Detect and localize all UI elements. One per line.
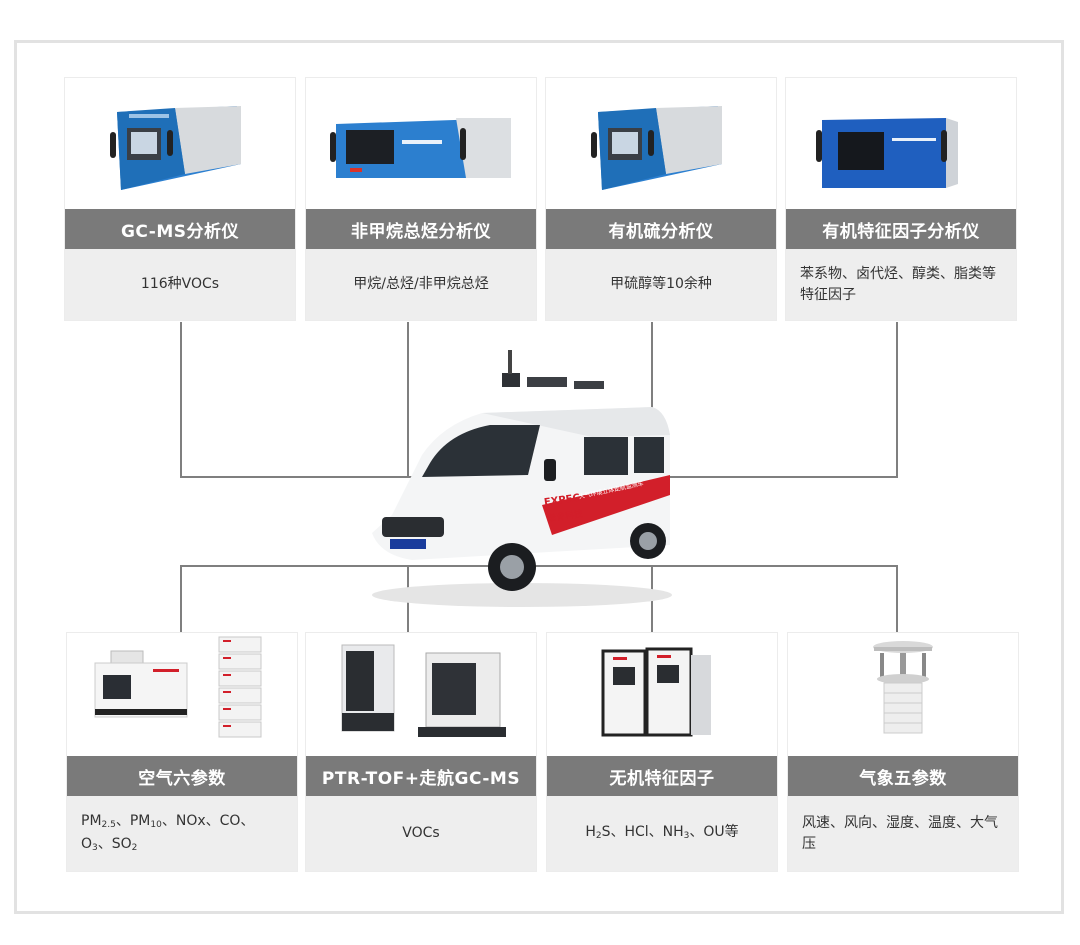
- vehicle-illustration: [372, 350, 672, 607]
- connector-top-3: [651, 322, 653, 478]
- card-ptr-tof: PTR-TOF+走航GC-MS VOCs: [306, 633, 536, 871]
- ptr-tof-image: [306, 633, 536, 756]
- card-title: 非甲烷总烃分析仪: [306, 209, 536, 249]
- card-title: 有机硫分析仪: [546, 209, 776, 249]
- card-title: PTR-TOF+走航GC-MS: [306, 756, 536, 796]
- card-air-six-params: 空气六参数 PM2.5、PM10、NOx、CO、 O3、SO2: [67, 633, 297, 871]
- card-title: 无机特征因子: [547, 756, 777, 796]
- nmhc-analyzer-image: [306, 78, 536, 209]
- air-six-params-image: [67, 633, 297, 756]
- organic-sulfur-analyzer-image: [546, 78, 776, 209]
- card-desc: 116种VOCs: [65, 249, 295, 320]
- card-nmhc: 非甲烷总烃分析仪 甲烷/总烃/非甲烷总烃: [306, 78, 536, 320]
- organic-factor-analyzer-image: [786, 78, 1016, 209]
- card-title: 有机特征因子分析仪: [786, 209, 1016, 249]
- card-title: 气象五参数: [788, 756, 1018, 796]
- gcms-analyzer-image: [65, 78, 295, 209]
- connector-bottom-4: [896, 565, 898, 633]
- card-desc: 苯系物、卤代烃、醇类、脂类等特征因子: [786, 249, 1016, 320]
- card-desc: H2S、HCl、NH3、OU等: [547, 796, 777, 871]
- card-gcms: GC-MS分析仪 116种VOCs: [65, 78, 295, 320]
- card-desc: 风速、风向、湿度、温度、大气压: [788, 796, 1018, 871]
- monitoring-vehicle: EXPEC 谱育科技 大气环境立体走航监测车: [352, 345, 682, 615]
- card-organic-sulfur: 有机硫分析仪 甲硫醇等10余种: [546, 78, 776, 320]
- weather-station-image: [788, 633, 1018, 756]
- card-desc: VOCs: [306, 796, 536, 871]
- card-title: GC-MS分析仪: [65, 209, 295, 249]
- connector-bottom-bus: [180, 565, 898, 567]
- connector-top-2: [407, 322, 409, 478]
- card-title: 空气六参数: [67, 756, 297, 796]
- card-desc: 甲烷/总烃/非甲烷总烃: [306, 249, 536, 320]
- card-organic-factor: 有机特征因子分析仪 苯系物、卤代烃、醇类、脂类等特征因子: [786, 78, 1016, 320]
- card-desc: PM2.5、PM10、NOx、CO、 O3、SO2: [67, 796, 297, 871]
- inorganic-factor-image: [547, 633, 777, 756]
- connector-top-4: [896, 322, 898, 478]
- card-weather-five-params: 气象五参数 风速、风向、湿度、温度、大气压: [788, 633, 1018, 871]
- connector-top-1: [180, 322, 182, 478]
- card-inorganic-factor: 无机特征因子 H2S、HCl、NH3、OU等: [547, 633, 777, 871]
- card-desc: 甲硫醇等10余种: [546, 249, 776, 320]
- connector-bottom-1: [180, 565, 182, 633]
